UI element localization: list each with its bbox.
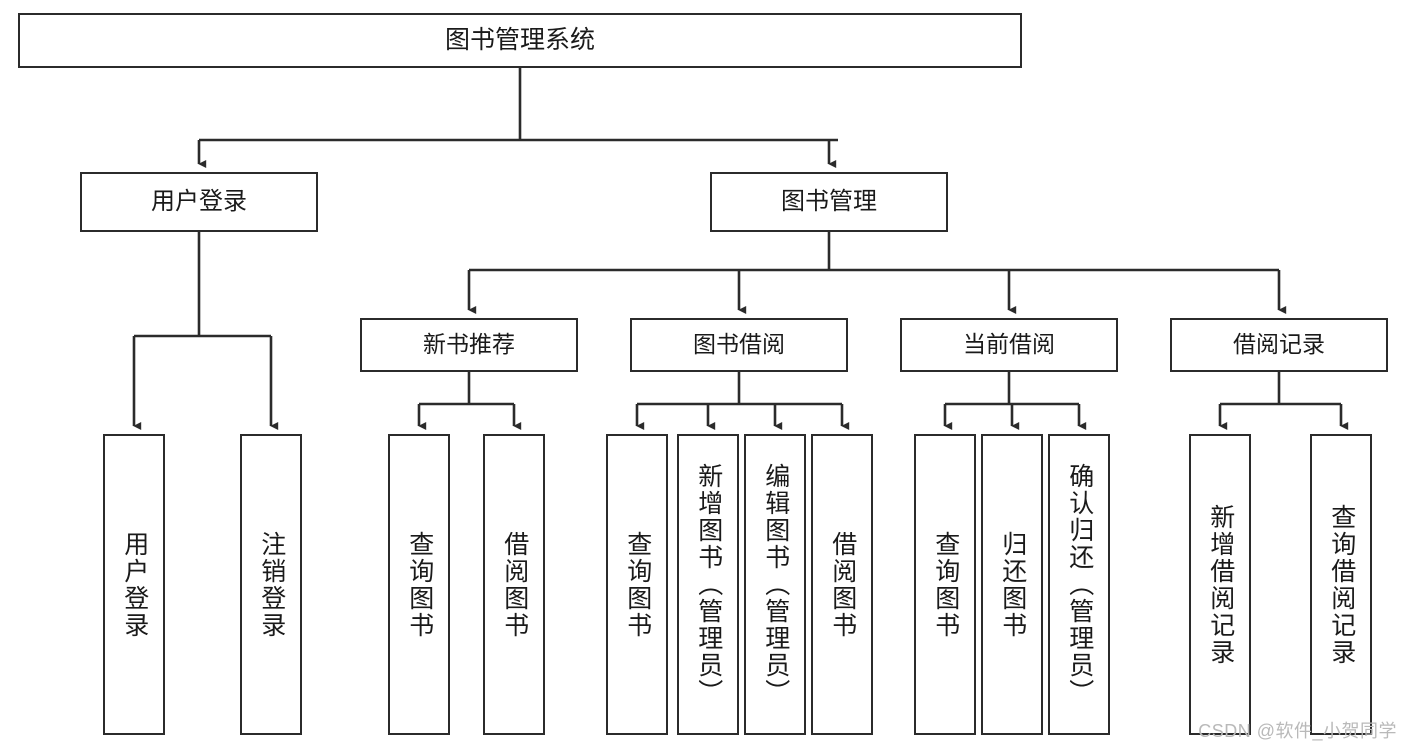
node-current-borrow[interactable]: 当前借阅 — [900, 318, 1118, 372]
node-book-management[interactable]: 图书管理 — [710, 172, 948, 232]
node-leaf-query-record-label: 查询借阅记录 — [1327, 503, 1356, 666]
node-leaf-query-book-2[interactable]: 查询图书 — [606, 434, 668, 735]
node-root[interactable]: 图书管理系统 — [18, 13, 1022, 68]
connector-user-login-to-leaves — [132, 232, 279, 431]
watermark: CSDN @软件_小贺同学 — [1198, 721, 1397, 741]
node-leaf-borrow-book-2-label: 借阅图书 — [828, 530, 857, 639]
connector-book-borrow-to-leaves — [635, 372, 850, 431]
node-book-management-label: 图书管理 — [781, 187, 877, 215]
node-leaf-user-login[interactable]: 用户登录 — [103, 434, 165, 735]
node-leaf-edit-book[interactable]: 编辑图书（管理员） — [744, 434, 806, 735]
connector-book-management-to-level2 — [467, 232, 1287, 315]
node-leaf-add-book[interactable]: 新增图书（管理员） — [677, 434, 739, 735]
node-leaf-borrow-book-1-label: 借阅图书 — [500, 530, 529, 639]
node-leaf-confirm-return[interactable]: 确认归还（管理员） — [1048, 434, 1110, 735]
node-borrow-record[interactable]: 借阅记录 — [1170, 318, 1388, 372]
node-leaf-query-book-3-label: 查询图书 — [931, 530, 960, 639]
node-leaf-edit-book-label: 编辑图书（管理员） — [761, 463, 790, 706]
node-leaf-query-book-3[interactable]: 查询图书 — [914, 434, 976, 735]
node-leaf-add-record[interactable]: 新增借阅记录 — [1189, 434, 1251, 735]
connector-new-book-recommend-to-leaves — [417, 372, 522, 431]
node-leaf-add-record-label: 新增借阅记录 — [1206, 503, 1235, 666]
node-leaf-confirm-return-label: 确认归还（管理员） — [1065, 463, 1094, 706]
node-leaf-borrow-book-1[interactable]: 借阅图书 — [483, 434, 545, 735]
node-user-login[interactable]: 用户登录 — [80, 172, 318, 232]
node-book-borrow-label: 图书借阅 — [693, 331, 785, 358]
node-borrow-record-label: 借阅记录 — [1233, 331, 1325, 358]
node-leaf-query-record[interactable]: 查询借阅记录 — [1310, 434, 1372, 735]
node-leaf-add-book-label: 新增图书（管理员） — [694, 463, 723, 706]
node-leaf-logout-label: 注销登录 — [257, 530, 286, 639]
connector-root-to-level1 — [197, 68, 838, 169]
node-current-borrow-label: 当前借阅 — [963, 331, 1055, 358]
node-leaf-query-book-1[interactable]: 查询图书 — [388, 434, 450, 735]
node-leaf-return-book-label: 归还图书 — [998, 530, 1027, 639]
connector-borrow-record-to-leaves — [1218, 372, 1349, 431]
node-leaf-query-book-1-label: 查询图书 — [405, 530, 434, 639]
node-book-borrow[interactable]: 图书借阅 — [630, 318, 848, 372]
node-leaf-borrow-book-2[interactable]: 借阅图书 — [811, 434, 873, 735]
connector-current-borrow-to-leaves — [943, 372, 1087, 431]
node-new-book-recommend-label: 新书推荐 — [423, 331, 515, 358]
node-leaf-logout[interactable]: 注销登录 — [240, 434, 302, 735]
node-new-book-recommend[interactable]: 新书推荐 — [360, 318, 578, 372]
node-root-label: 图书管理系统 — [444, 25, 595, 54]
node-user-login-label: 用户登录 — [151, 187, 247, 215]
node-leaf-user-login-label: 用户登录 — [120, 530, 149, 639]
node-leaf-return-book[interactable]: 归还图书 — [981, 434, 1043, 735]
node-leaf-query-book-2-label: 查询图书 — [623, 530, 652, 639]
